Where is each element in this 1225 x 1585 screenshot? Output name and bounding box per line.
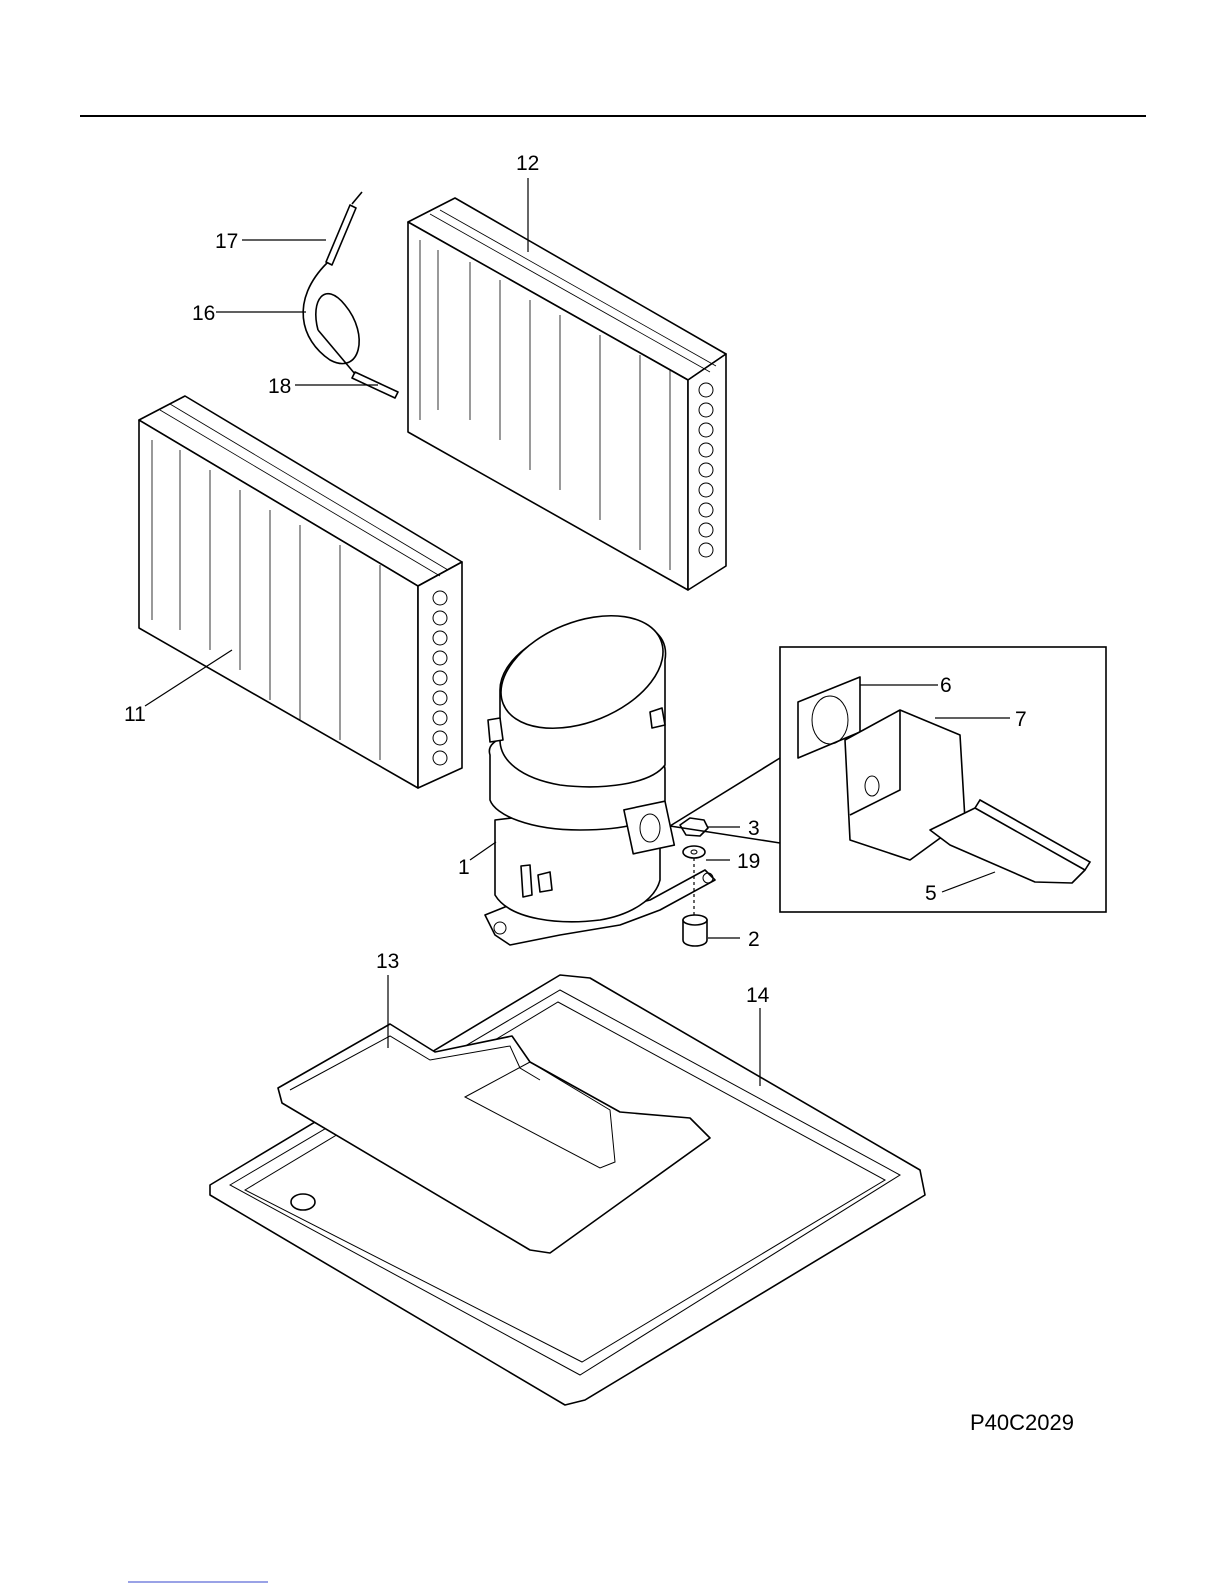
callout-1: 1: [458, 856, 470, 879]
callout-11: 11: [124, 703, 146, 726]
callout-14: 14: [746, 984, 770, 1007]
callout-16: 16: [192, 302, 215, 325]
callout-12: 12: [516, 152, 539, 175]
callout-3: 3: [748, 817, 760, 840]
callout-18: 18: [268, 375, 291, 398]
condenser-coil-12: [408, 198, 726, 590]
callout-19: 19: [737, 850, 760, 873]
evaporator-coil-11: [139, 396, 462, 788]
compressor-1: [484, 594, 715, 945]
terminal-cover-detail: [670, 647, 1106, 912]
thermostat-sensor-assembly: [303, 192, 398, 398]
diagram-code: P40C2029: [970, 1410, 1074, 1435]
callout-5: 5: [925, 882, 937, 905]
callout-7: 7: [1015, 708, 1027, 731]
callout-17: 17: [215, 230, 238, 253]
callout-6: 6: [940, 674, 952, 697]
callout-13: 13: [376, 950, 399, 973]
callout-2: 2: [748, 928, 760, 951]
